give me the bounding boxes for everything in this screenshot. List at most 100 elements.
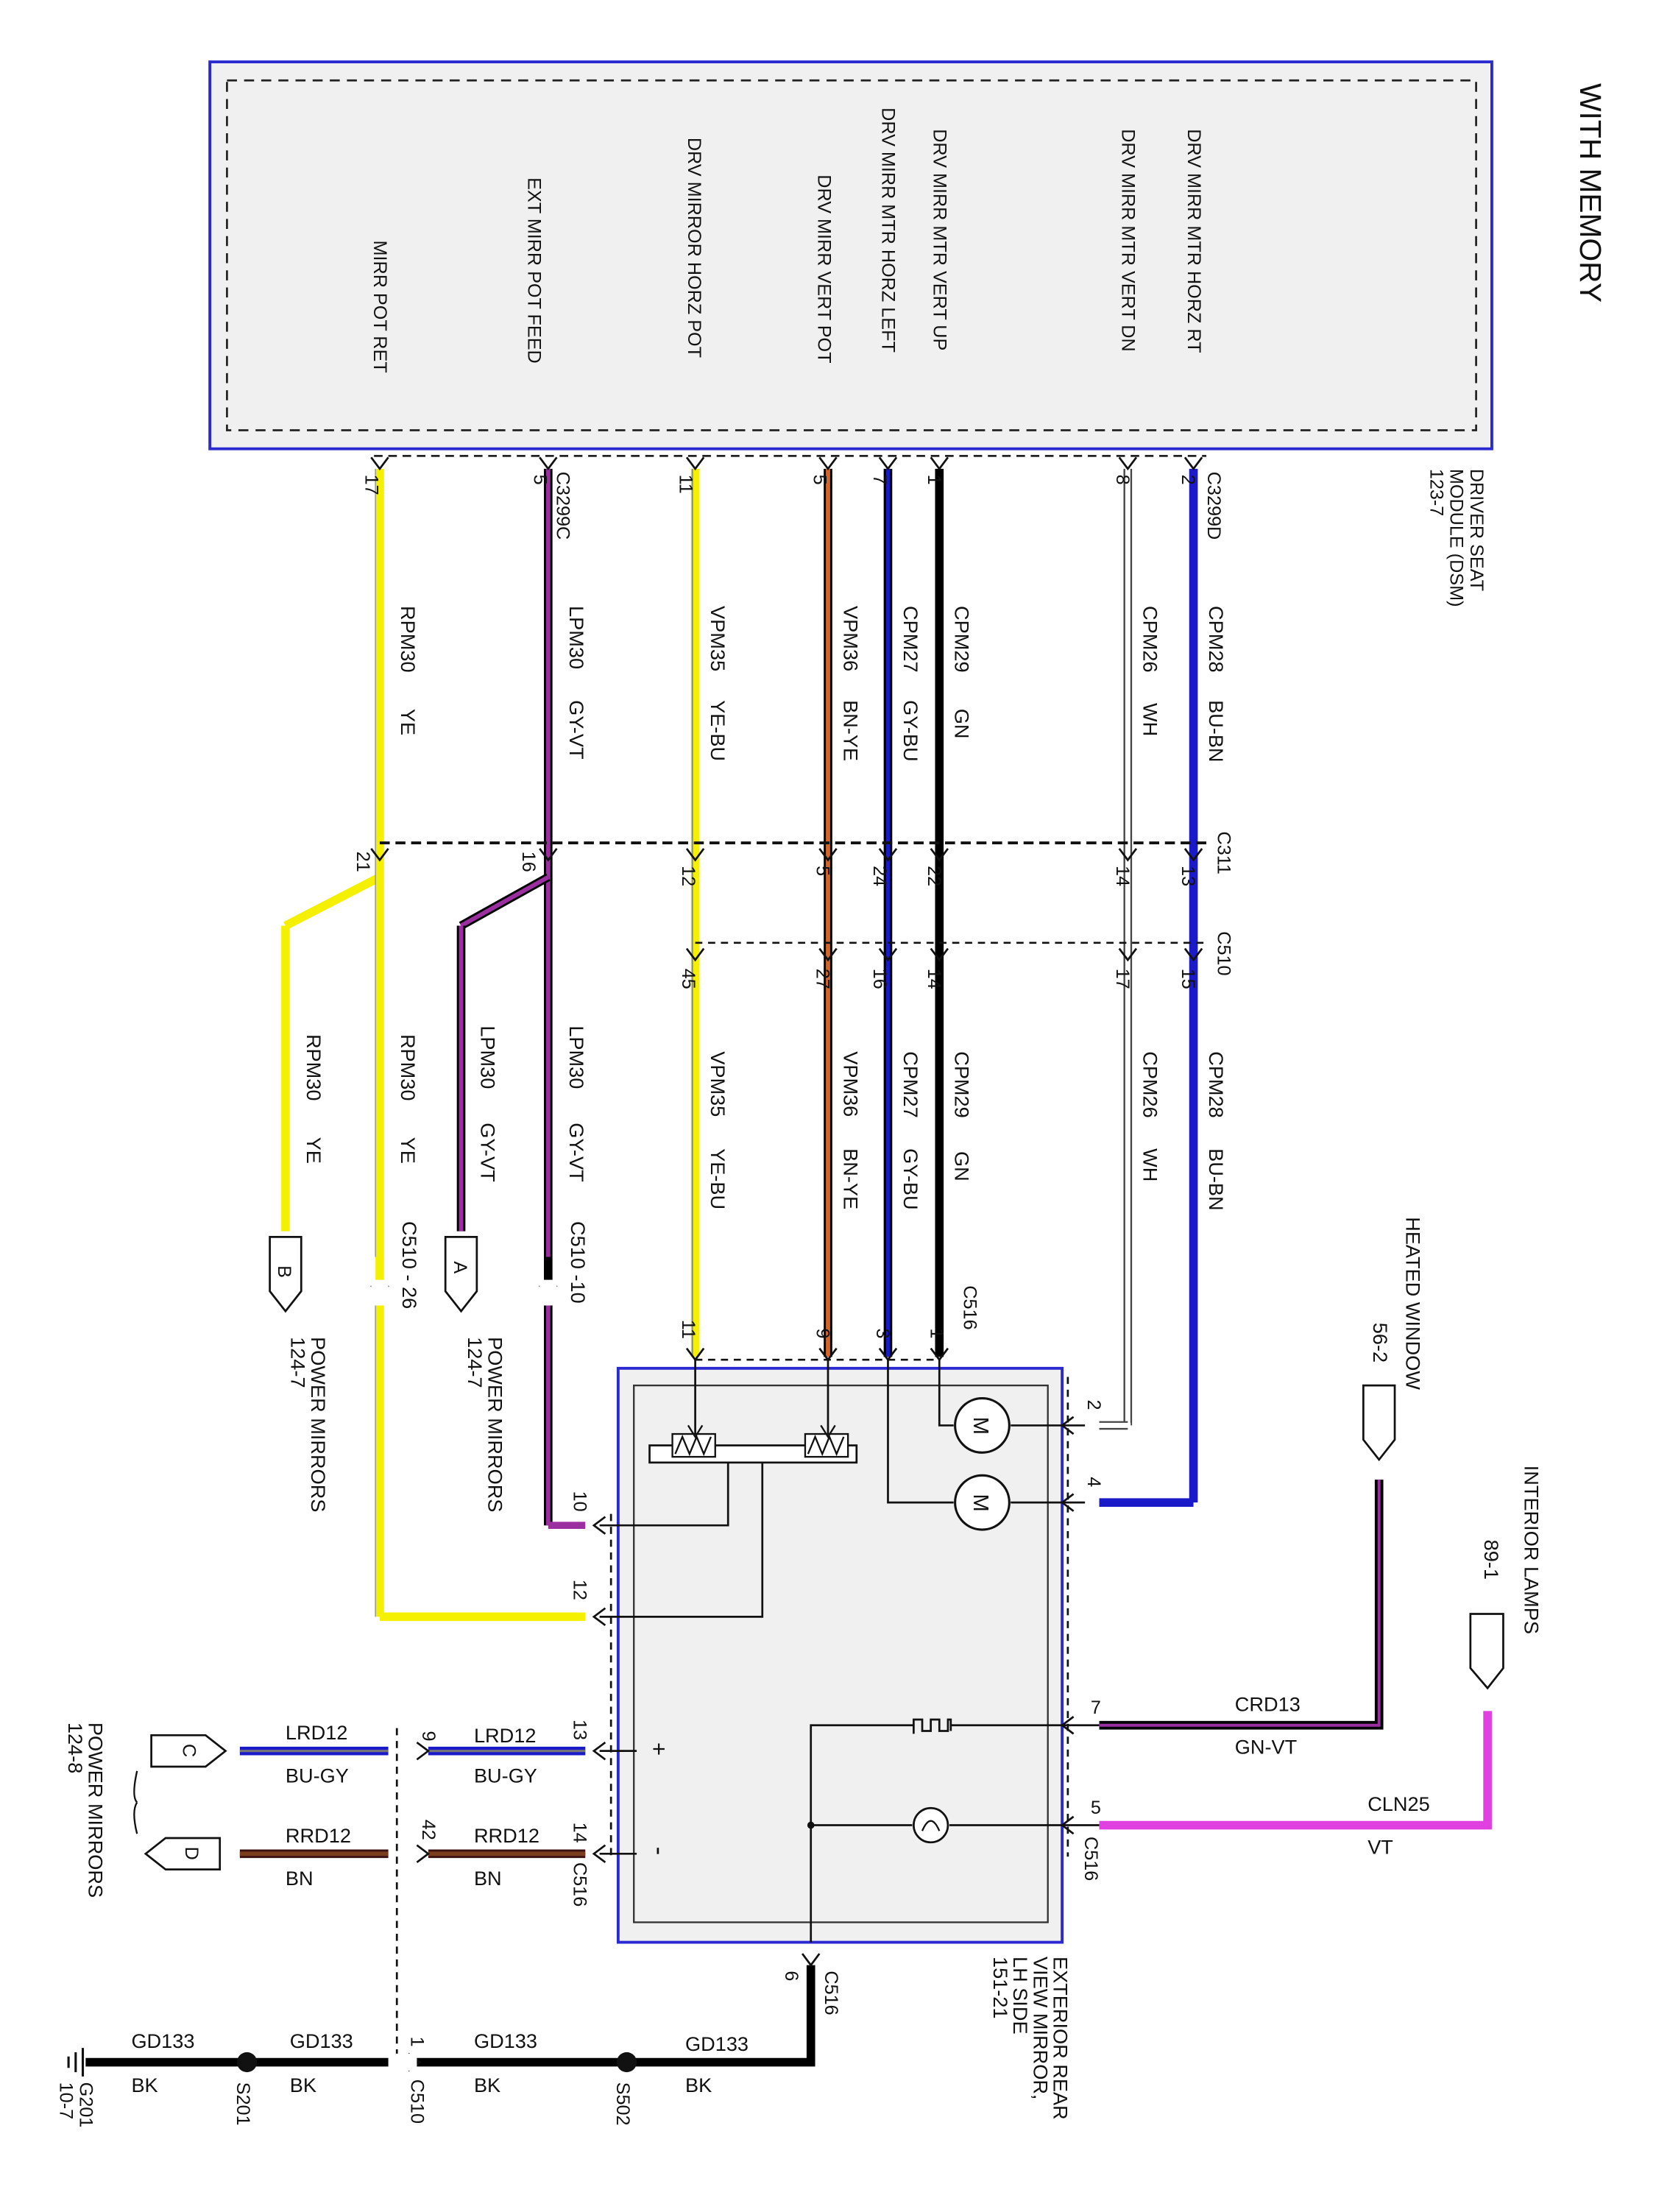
- c510-pin: 15: [1178, 969, 1198, 989]
- dsm-signal-label: DRV MIRROR HORZ POT: [684, 138, 704, 358]
- motor-vertical: M: [954, 1474, 1011, 1531]
- wire-lpm30: [456, 468, 586, 1530]
- c510-26-label: C510 - 26: [398, 1221, 421, 1309]
- mirror-name-line1: EXTERIOR REAR: [1049, 1957, 1072, 2120]
- c510-pin: 17: [1112, 969, 1133, 989]
- power-mirrors-b-label: POWER MIRRORS: [307, 1337, 330, 1512]
- motor-label: M: [969, 1417, 992, 1435]
- wire-label-circuit: RPM30: [397, 1034, 420, 1101]
- wire-label-color: WH: [1139, 703, 1162, 736]
- wire-label-color: BU-BN: [1205, 1148, 1228, 1210]
- c510-pin: 45: [678, 969, 698, 989]
- lower-wire-labels: CPM28 BU-BN CPM26 WH CPM29 GN CPM27 GY-B…: [302, 1025, 1228, 1210]
- wire-label-color: GY-VT: [565, 1123, 588, 1181]
- c516-pin: 9: [812, 1329, 832, 1339]
- crd13-label: CRD13: [1235, 1692, 1301, 1715]
- interior-lamps-label: INTERIOR LAMPS: [1521, 1466, 1543, 1634]
- dsm-pin: 7: [869, 475, 890, 485]
- c516-pin: 11: [678, 1320, 698, 1339]
- wire-label-circuit: LPM30: [477, 1025, 500, 1089]
- power-mirrors-c-ref: C: [150, 1734, 227, 1768]
- wire-label-circuit: CPM27: [899, 1051, 922, 1118]
- c311-arrows: [370, 847, 1203, 862]
- c311-pin: 12: [678, 866, 698, 886]
- wire-label-circuit: VPM36: [839, 1051, 862, 1117]
- power-mirrors-a-ref-num: 124-7: [464, 1337, 486, 1388]
- wire-label-color: GY-BU: [899, 1148, 922, 1209]
- wire-rpm30: [281, 468, 586, 1622]
- wire-label-circuit: VPM35: [707, 1051, 729, 1117]
- connector-a-label: A: [450, 1261, 470, 1273]
- connector-c3299c-label: C3299C: [552, 472, 573, 540]
- dsm-ref: 123-7: [1426, 469, 1447, 516]
- c311-pin-numbers: 13 14 22 24 5 12 16 21: [353, 852, 1198, 886]
- dsm-signal-label: DRV MIRR MTR VERT DN: [1118, 129, 1139, 351]
- ground-point-ref: 10-7: [55, 2082, 76, 2119]
- dsm-pin: 1: [924, 475, 944, 485]
- splice-s502: [616, 2052, 637, 2073]
- dsm-signal-label: DRV MIRR MTR VERT UP: [930, 129, 950, 350]
- lrd12-label: LRD12: [474, 1724, 536, 1747]
- c516-pin: 1: [927, 1329, 947, 1339]
- dsm-signal-label: DRV MIRR VERT POT: [813, 174, 834, 363]
- dsm-pin: 17: [361, 475, 382, 495]
- c510-arrows: [685, 947, 1203, 962]
- wire-label-color: GY-VT: [477, 1123, 500, 1181]
- c311-pin: 21: [353, 852, 373, 872]
- ground-c510-label: C510: [407, 2080, 428, 2124]
- dsm-pin: 2: [1178, 475, 1198, 485]
- ground-pin-c516: 6: [781, 1971, 802, 1981]
- ground-circuit-4: GD133: [131, 2029, 194, 2052]
- wire-label-circuit: VPM35: [707, 606, 729, 671]
- lamp-bulb: [913, 1806, 949, 1844]
- wire-label-color: YE: [397, 1137, 420, 1164]
- rrd12-label: RRD12: [474, 1824, 539, 1847]
- rrd12-label-2: RRD12: [286, 1824, 351, 1847]
- power-mirrors-cd-label: POWER MIRRORS: [84, 1722, 107, 1898]
- mirror-name-line2: VIEW MIRROR,: [1029, 1957, 1052, 2100]
- wire-label-color: YE-BU: [707, 700, 729, 761]
- wire-label-circuit: CPM29: [951, 606, 974, 673]
- motor-horizontal: M: [954, 1397, 1011, 1454]
- wire-label-circuit: VPM36: [839, 606, 862, 671]
- ground-pin-c510: 1: [407, 2037, 428, 2047]
- heated-window-ref-num: 56-2: [1369, 1323, 1392, 1363]
- connector-d-label: D: [181, 1847, 202, 1860]
- c516-pin: 3: [872, 1329, 893, 1339]
- wire-label-color: WH: [1139, 1148, 1162, 1181]
- mirror-pin-2: 2: [1083, 1400, 1104, 1410]
- c311-pin: 22: [924, 866, 944, 886]
- dsm-signal-label: EXT MIRR POT FEED: [524, 177, 545, 364]
- junction-dot: [807, 1821, 815, 1829]
- lrd12-c510-pin: 9: [418, 1731, 439, 1742]
- wire-label-circuit: CPM26: [1139, 1051, 1162, 1118]
- c510-10-label: C510 -10: [567, 1221, 590, 1304]
- wire-label-circuit: CPM27: [899, 606, 922, 673]
- ground-color-1: BK: [685, 2074, 712, 2096]
- wire-label-color: BU-BN: [1205, 700, 1228, 762]
- c516-right-label: C516: [1080, 1837, 1101, 1881]
- heater-lamp-wiring: [810, 1718, 1100, 1943]
- heated-window-label: HEATED WINDOW: [1402, 1217, 1425, 1390]
- c311-pin: 5: [812, 866, 832, 876]
- wire-vpm35: [690, 468, 700, 1357]
- lrd12-label-2: LRD12: [286, 1721, 347, 1744]
- splice-s201-label: S201: [233, 2082, 253, 2126]
- wire-label-color: YE: [397, 709, 420, 735]
- wire-label-circuit: CPM28: [1205, 1051, 1228, 1118]
- wire-cpm28: [1099, 468, 1198, 1507]
- mirror-minus-sign: -: [645, 1847, 673, 1856]
- power-mirrors-b-ref-num: 124-7: [287, 1337, 310, 1388]
- lr-arrows: [416, 1741, 431, 1864]
- mirror-pin-12: 12: [570, 1580, 590, 1600]
- c510-pin: 27: [812, 969, 832, 989]
- wire-label-color: YE-BU: [707, 1148, 729, 1209]
- wire-label-circuit: CPM26: [1139, 606, 1162, 673]
- power-mirrors-d-ref: D: [144, 1837, 222, 1871]
- motor-label: M: [969, 1494, 992, 1512]
- wire-label-color: YE: [302, 1137, 325, 1164]
- cln25-color: VT: [1367, 1835, 1393, 1858]
- potentiometer-assembly: [599, 1360, 858, 1618]
- c516-lower-label: C516: [570, 1862, 590, 1907]
- dsm-pin-numbers: 2 8 1 7 5 11 5 17: [361, 475, 1198, 495]
